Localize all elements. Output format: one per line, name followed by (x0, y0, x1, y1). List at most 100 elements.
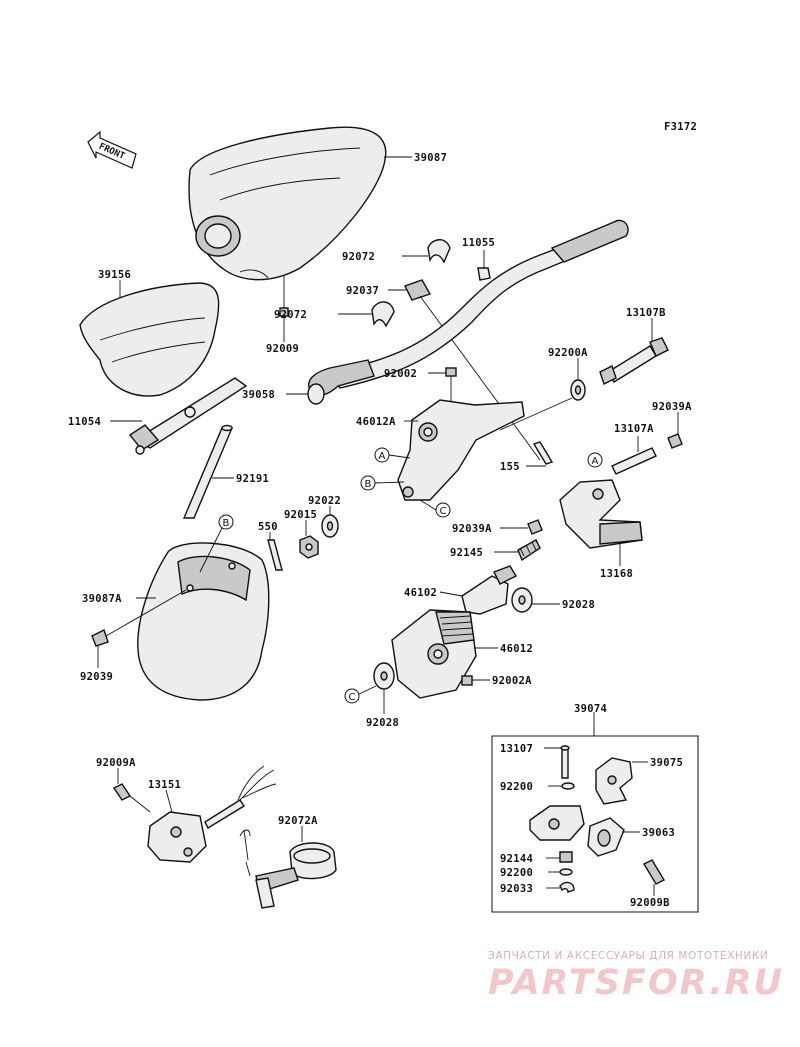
switch-13151-part (147, 765, 277, 863)
label-46012: 46012 (500, 643, 533, 655)
washer-92028-upper-part (511, 587, 533, 613)
clamp-92072-top-part (427, 239, 451, 264)
label-13107: 13107 (500, 743, 533, 755)
label-92037: 92037 (346, 285, 379, 297)
watermark-logo: PARTSFOR.RU (488, 963, 784, 1003)
callout-b-2: B (218, 514, 234, 530)
label-46102: 46102 (404, 587, 437, 599)
label-92015: 92015 (284, 509, 317, 521)
label-11055: 11055 (462, 237, 495, 249)
body-part-kit (529, 805, 585, 841)
label-550: 550 (258, 521, 278, 533)
label-92033: 92033 (500, 883, 533, 895)
label-92039A-top: 92039A (652, 401, 692, 413)
label-13107B: 13107B (626, 307, 666, 319)
bracket-13168-part (559, 479, 643, 549)
washer-92200-upper-part (561, 782, 575, 790)
label-11054: 11054 (68, 416, 101, 428)
svg-text:C: C (440, 506, 447, 517)
label-39087: 39087 (414, 152, 447, 164)
screw-550-part (267, 539, 283, 571)
front-arrow-icon: FRONT (87, 130, 137, 169)
label-39087A: 39087A (82, 593, 122, 605)
figure-code: F3172 (664, 121, 697, 133)
label-92009B: 92009B (630, 897, 670, 909)
part-92037 (404, 279, 432, 301)
label-92039A: 92039A (452, 523, 492, 535)
svg-text:B: B (223, 518, 230, 529)
label-92022: 92022 (308, 495, 341, 507)
svg-text:A: A (592, 456, 599, 467)
lower-cover-39087A-part (137, 542, 270, 701)
washer-92028-lower-part (373, 662, 395, 690)
screw-92009-part (279, 275, 289, 317)
label-92144: 92144 (500, 853, 533, 865)
rod-92191-part (182, 424, 234, 519)
spring-92145-part (517, 539, 541, 562)
svg-text:B: B (365, 479, 372, 490)
svg-text:A: A (379, 451, 386, 462)
pad-39156-part (79, 282, 220, 397)
label-155: 155 (500, 461, 520, 473)
label-92145: 92145 (450, 547, 483, 559)
kit-39074-box (491, 735, 699, 913)
label-92009A: 92009A (96, 757, 136, 769)
washer-92200-lower-part (559, 868, 573, 876)
label-13168: 13168 (600, 568, 633, 580)
bolt-92002A-part (461, 675, 473, 686)
watermark-tagline: ЗАПЧАСТИ И АКСЕССУАРЫ ДЛЯ МОТОТЕХНИКИ (488, 950, 769, 962)
label-92072A: 92072A (278, 815, 318, 827)
handle-cover-part (188, 126, 387, 281)
handlebar-39058-part (307, 219, 629, 405)
label-39063: 39063 (642, 827, 675, 839)
callout-a-2: A (587, 452, 603, 468)
screw-92039-part (91, 629, 109, 647)
screw-92039A-top-part (667, 433, 683, 449)
label-39074: 39074 (574, 703, 607, 715)
callout-b-1: B (360, 475, 376, 491)
screw-92009A-part (112, 783, 151, 813)
label-92009: 92009 (266, 343, 299, 355)
label-39156: 39156 (98, 269, 131, 281)
bracket-11054-part (128, 377, 248, 455)
washer-92200A-part (570, 379, 586, 401)
label-92002: 92002 (384, 368, 417, 380)
bolt-13107B-part (599, 337, 669, 385)
label-92191: 92191 (236, 473, 269, 485)
label-92028-lower: 92028 (366, 717, 399, 729)
part-39075 (595, 757, 633, 805)
callout-a-1: A (374, 447, 390, 463)
part-39063 (587, 817, 625, 857)
bolt-92002-part (445, 367, 457, 402)
label-92028-upper: 92028 (562, 599, 595, 611)
lever-body-46012A-part (397, 399, 525, 501)
pin-13107A-part (611, 447, 657, 475)
spring-92144-part (559, 851, 573, 863)
label-13107A: 13107A (614, 423, 654, 435)
clamp-92072A-part (239, 829, 337, 909)
callout-c-1: C (435, 502, 451, 518)
label-92200A: 92200A (548, 347, 588, 359)
label-46012A: 46012A (356, 416, 396, 428)
label-13151: 13151 (148, 779, 181, 791)
housing-46012-part (391, 609, 477, 699)
pin-155-part (532, 441, 554, 465)
part-11055 (477, 267, 491, 281)
washer-92022-part (321, 514, 339, 538)
lever-46102-part (461, 565, 517, 615)
clamp-92072-mid-part (371, 301, 395, 328)
label-92200-lower: 92200 (500, 867, 533, 879)
label-92072-mid: 92072 (274, 309, 307, 321)
screw-92009B-part (643, 859, 665, 885)
label-92072-top: 92072 (342, 251, 375, 263)
label-39058: 39058 (242, 389, 275, 401)
svg-text:C: C (349, 692, 356, 703)
nut-92015-part (299, 535, 319, 559)
screw-92039A-part (527, 519, 543, 535)
label-92039: 92039 (80, 671, 113, 683)
clip-92033-part (559, 881, 575, 893)
label-92002A: 92002A (492, 675, 532, 687)
label-39075: 39075 (650, 757, 683, 769)
label-92200-upper: 92200 (500, 781, 533, 793)
